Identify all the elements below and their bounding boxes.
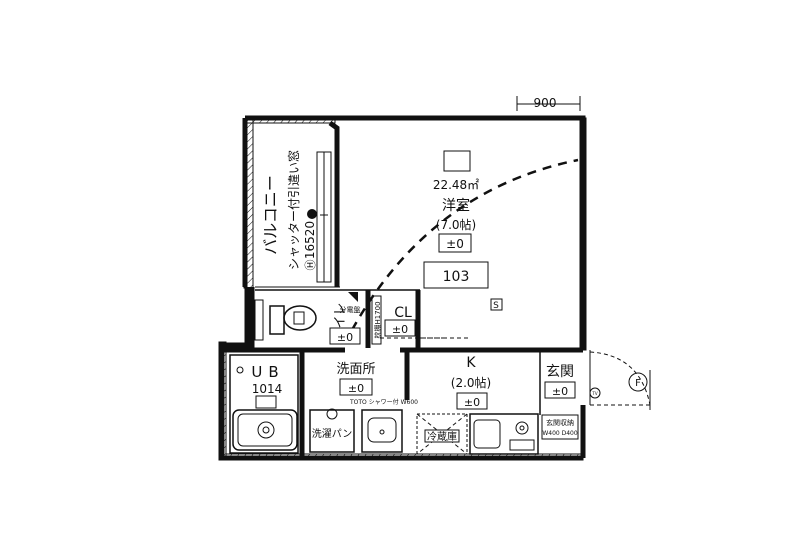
interior-walls [222,120,591,458]
closet-pipe-note: 枕棚H1700 [373,301,382,338]
unit-bath-model: 1014 [252,382,283,396]
toilet-fixture [254,299,317,341]
exterior-walls [218,115,587,461]
toilet-fixture-note: 分電盤 [340,305,361,314]
entrance-level: ±0 [552,385,568,398]
toilet-level: ±0 [337,331,353,344]
dimension-900: 900 [516,96,581,111]
door-marker-label: F [635,378,641,389]
vanity-note: TOTO シャワー付 W600 [349,398,418,406]
western-room-area: 22.48㎡ [433,178,479,192]
vanity-sink [361,409,403,453]
entrance-label: 玄関 [546,363,574,380]
entrance-storage-size: W400 D400 [542,430,578,437]
washroom-level: ±0 [348,382,364,395]
intercom-circle [589,387,601,399]
balcony-window [316,151,332,283]
balcony-code-prefix: Ⓗ [304,260,317,271]
western-room-size: (7.0帖) [436,217,476,232]
unit-bath-area [229,354,299,454]
door-marker-circle [628,372,648,392]
western-room-level: ±0 [446,237,464,251]
entrance-door-arc [589,351,651,406]
sensor-mark: S [493,301,499,311]
washing-pan-label: 洗濯パン [312,428,353,440]
balcony-drain-marker [307,209,317,219]
refrigerator-space [416,413,468,455]
kitchen-counter [469,413,539,455]
intercom-label: TV [591,391,597,396]
unit-bath-label: UB [251,363,284,381]
balcony-label: バルコニー [261,175,280,255]
closet-label: CL [394,305,412,321]
washing-pan [309,408,355,453]
balcony-code: 16520 [303,221,317,259]
washroom-label: 洗面所 [336,362,375,377]
refrigerator-label: 冷蔵庫 [427,430,457,443]
toilet-door-mark [348,292,358,302]
dimension-label: 900 [534,96,557,110]
unit-number: 103 [443,269,470,285]
balcony-window-note: シャッター付引違い窓 [286,150,301,270]
western-room-name: 洋室 [442,197,470,214]
entrance-storage-label: 玄関収納 [546,418,574,427]
kitchen-size: (2.0帖) [451,375,491,390]
closet-level: ±0 [392,323,408,336]
kitchen-level: ±0 [464,396,480,409]
kitchen-label: K [466,355,476,371]
